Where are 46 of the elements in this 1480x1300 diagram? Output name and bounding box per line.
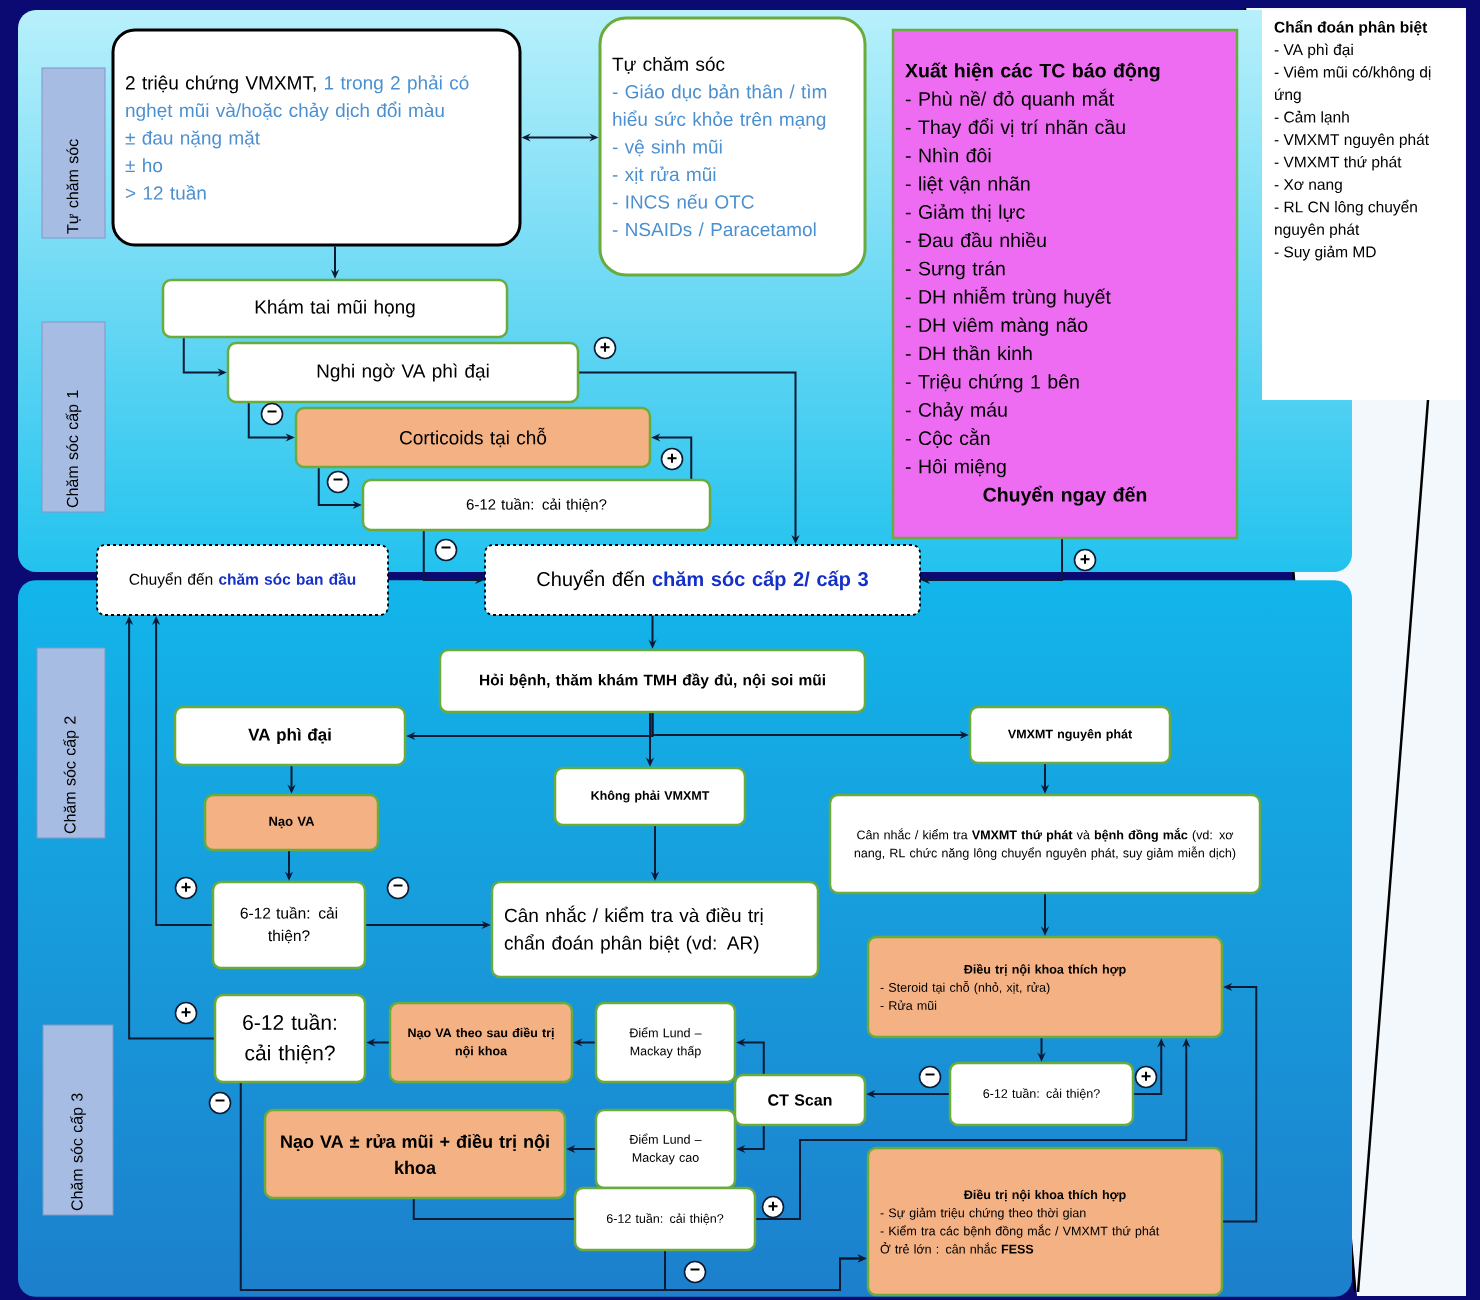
lane-label: Chăm sóc cấp 1 bbox=[41, 321, 106, 513]
treatment-box: Điều trị nội khoa thích hợp - Steroid tại chỗ (nhỏ, xịt, rửa) - Rửa mũi bbox=[866, 935, 1224, 1039]
edge-label: − bbox=[434, 538, 458, 562]
edge-label: + bbox=[1073, 548, 1097, 572]
edge-label: + bbox=[761, 1195, 785, 1219]
decision-box: 6-12 tuần: cải thiện? bbox=[211, 880, 367, 970]
process-box: VA phì đại bbox=[173, 705, 407, 767]
process-box: Không phải VMXMT bbox=[553, 766, 747, 827]
edge-label: + bbox=[174, 1001, 198, 1025]
process-box: Hỏi bệnh, thăm khám TMH đầy đủ, nội soi mũi bbox=[438, 648, 867, 714]
edge-label: − bbox=[683, 1260, 707, 1284]
lane-label: Chăm sóc cấp 2 bbox=[36, 647, 106, 839]
process-box: VMXMT nguyên phát bbox=[968, 705, 1172, 765]
process-box: Điểm Lund – Mackay cao bbox=[594, 1108, 737, 1190]
edge-label: + bbox=[174, 876, 198, 900]
edge-label: − bbox=[326, 470, 350, 494]
note-box: Chẩn đoán phân biệt - VA phì đại - Viêm mũi có/không dị ứng - Cảm lạnh - VMXMT nguyên phát - VMXMT thứ phát - Xơ nang - RL CN lông chuyển nguyên phát - Suy giảm MD bbox=[1262, 10, 1465, 400]
edge-label: − bbox=[386, 876, 410, 900]
process-box: CT Scan bbox=[733, 1073, 867, 1127]
treatment-box: Nạo VA ± rửa mũi + điều trị nội khoa bbox=[263, 1108, 567, 1200]
treatment-box: Điều trị nội khoa thích hợp - Sự giảm triệu chứng theo thời gian - Kiểm tra các bệnh đồng mắc / VMXMT thứ phát Ở trẻ lớn : cân nhắc FESS bbox=[866, 1146, 1224, 1297]
criteria-box: 2 triệu chứng VMXMT, 1 trong 2 phải có nghẹt mũi và/hoặc chảy dịch đổi màu ± đau nặng mặt ± ho > 12 tuần bbox=[111, 28, 522, 247]
process-box: Cân nhắc / kiểm tra và điều trị chẩn đoán phân biệt (vd: AR) bbox=[490, 880, 820, 979]
info-box: Tự chăm sóc - Giáo dục bản thân / tìm hiểu sức khỏe trên mạng - vệ sinh mũi - xịt rửa mũi - INCS nếu OTC - NSAIDs / Paracetamol bbox=[598, 16, 867, 277]
process-box: Khám tai mũi họng bbox=[161, 278, 509, 339]
edge-label: + bbox=[660, 447, 684, 471]
decision-box: 6-12 tuần: cải thiện? bbox=[213, 993, 367, 1084]
process-box: Điểm Lund – Mackay thấp bbox=[594, 1001, 737, 1084]
warning-box: Xuất hiện các TC báo động - Phù nề/ đỏ quanh mắt - Thay đổi vị trí nhãn cầu - Nhìn đôi - liệt vận nhãn - Giảm thị lực - Đau đầu nhiều - Sưng trán - DH nhiễm trùng huyết - DH viêm màng não - DH thần kinh - Triệu chứng 1 bên - Chảy máu - Cộc cằn - Hôi miệng Chuyển ngay đến bbox=[891, 28, 1239, 540]
decision-box: 6-12 tuần: cải thiện? bbox=[361, 478, 712, 532]
edge-label: − bbox=[260, 402, 284, 426]
treatment-box: Nạo VA theo sau điều trị nội khoa bbox=[388, 1001, 574, 1084]
referral-box: Chuyển đến chăm sóc cấp 2/ cấp 3 bbox=[484, 544, 921, 616]
decision-box: 6-12 tuần: cải thiện? bbox=[573, 1186, 757, 1252]
referral-box: Chuyển đến chăm sóc ban đầu bbox=[96, 544, 389, 616]
lane-label: Chăm sóc cấp 3 bbox=[42, 1024, 114, 1216]
decision-box: 6-12 tuần: cải thiện? bbox=[948, 1061, 1135, 1127]
treatment-box: Nạo VA bbox=[203, 793, 380, 852]
edge-label: − bbox=[208, 1091, 232, 1115]
edge-label: + bbox=[1134, 1065, 1158, 1089]
process-box: Nghi ngờ VA phì đại bbox=[226, 341, 580, 404]
treatment-box: Corticoids tại chỗ bbox=[294, 406, 652, 469]
lane-label: Tự chăm sóc bbox=[41, 67, 106, 239]
process-box: Cân nhắc / kiểm tra VMXMT thứ phát và bệnh đồng mắc (vd: xơ nang, RL chức năng lông chuyển nguyên phát, suy giảm miễn dịch) bbox=[828, 793, 1262, 895]
edge-label: + bbox=[593, 336, 617, 360]
edge-label: − bbox=[918, 1065, 942, 1089]
